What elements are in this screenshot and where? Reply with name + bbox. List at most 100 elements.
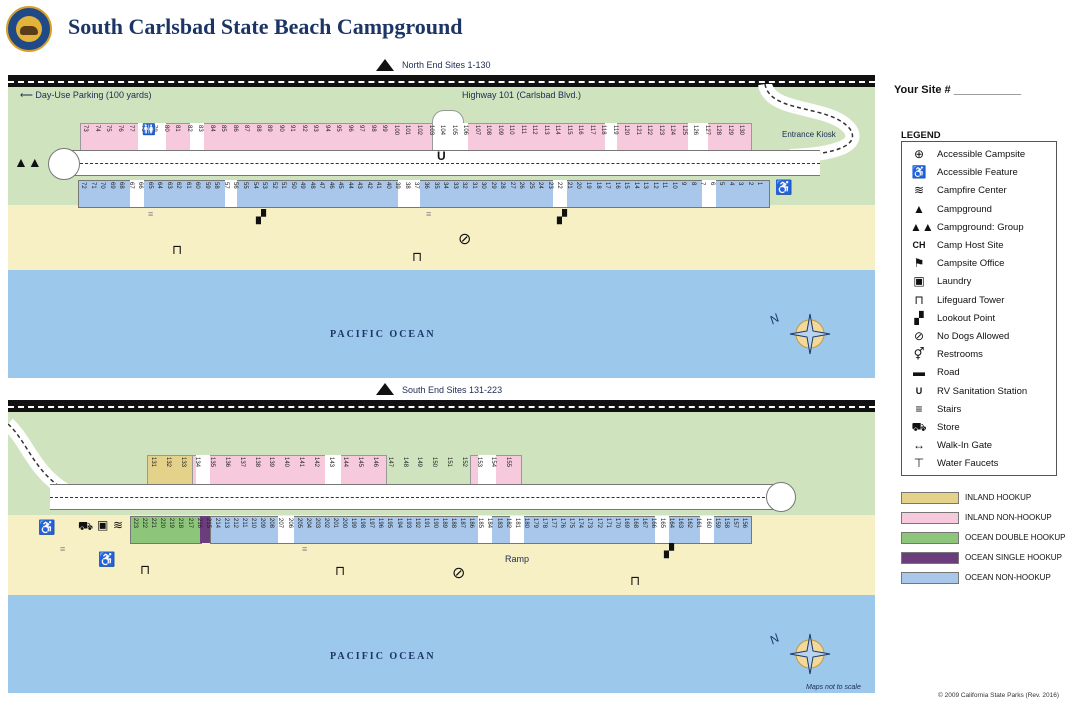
site-number: 32: [461, 182, 468, 189]
site-number: 192: [413, 518, 420, 529]
site-number: 167: [640, 518, 647, 529]
legend-item-label: Water Faucets: [937, 458, 999, 470]
site-number: 111: [519, 125, 526, 135]
site-number: 183: [495, 518, 502, 529]
site-number: 82: [185, 125, 192, 132]
campfire-center-icon: ≋: [113, 518, 124, 532]
site-number: 87: [243, 125, 250, 132]
legend-item-label: Accessible Campsite: [937, 149, 1026, 160]
site-number: 140: [283, 457, 290, 468]
color-legend-label: INLAND HOOKUP: [965, 493, 1032, 502]
site-number: 186: [468, 518, 475, 529]
site-number: 43: [356, 182, 363, 189]
site-number: 63: [165, 182, 172, 189]
site-number: 66: [137, 182, 144, 189]
site-number: 122: [646, 125, 653, 136]
site-number: 145: [357, 457, 364, 468]
site-number: 124: [669, 125, 676, 136]
legend-item-label: Campfire Center: [937, 185, 1007, 197]
site-number: 215: [204, 518, 211, 529]
site-number: 59: [203, 182, 210, 189]
site-number: 22: [556, 182, 563, 189]
site-number: 5: [718, 182, 725, 186]
bear-icon: [20, 26, 38, 35]
site-number: 193: [404, 518, 411, 529]
north-turnaround: [48, 148, 80, 180]
stairs-icon: ≡: [915, 401, 923, 416]
site-number: 191: [422, 518, 429, 529]
site-number: 142: [312, 457, 319, 468]
site-number: 21: [565, 182, 572, 189]
site-number: 187: [459, 518, 466, 529]
entrance-road: [758, 84, 860, 163]
site-number: 128: [715, 125, 722, 136]
site-number: 148: [401, 457, 408, 468]
ocean-non-hookup-sites-north: [78, 180, 770, 208]
south-highway-road: [8, 400, 875, 412]
site-number: 47: [318, 182, 325, 189]
site-number: 152: [460, 457, 467, 468]
lookout-point-icon: ▞: [557, 209, 567, 224]
south-turnaround: [766, 482, 796, 512]
site-number: 218: [177, 518, 184, 529]
site-number: 25: [527, 182, 534, 189]
site-number: 129: [726, 125, 733, 136]
site-number: 195: [386, 518, 393, 529]
site-number: 81: [174, 125, 181, 132]
site-number: 144: [342, 457, 349, 468]
accessible-feature-icon: ♿: [911, 165, 927, 180]
site-number: 8: [689, 182, 696, 186]
site-number: 6: [708, 182, 715, 186]
site-number: 125: [680, 125, 687, 136]
site-number: 42: [365, 182, 372, 189]
site-number: 29: [489, 182, 496, 189]
site-number: 3: [737, 182, 744, 186]
site-number: 45: [337, 182, 344, 189]
site-number: 164: [668, 518, 675, 529]
site-number: 9: [680, 182, 687, 186]
rv-sanitation-icon: U: [915, 385, 923, 396]
site-number: 46: [327, 182, 334, 189]
site-number: 158: [722, 518, 729, 529]
site-number: 52: [270, 182, 277, 189]
site-number: 95: [335, 125, 342, 132]
site-number: 88: [254, 125, 261, 132]
your-site-field: Your Site # ___________: [894, 84, 1021, 96]
site-number: 40: [384, 182, 391, 189]
site-number: 168: [631, 518, 638, 529]
site-number: 48: [308, 182, 315, 189]
lifeguard-tower-icon: ⊓: [140, 562, 151, 577]
site-number: 36: [423, 182, 429, 189]
lifeguard-tower-icon: ⊓: [630, 573, 641, 588]
site-number: 139: [268, 457, 275, 468]
site-number: 203: [313, 518, 320, 529]
site-number: 155: [505, 457, 512, 468]
site-number: 171: [604, 518, 611, 529]
site-number: 20: [575, 182, 582, 189]
campground-icon: [376, 383, 394, 395]
site-number: 188: [450, 518, 457, 529]
site-number: 178: [540, 518, 547, 529]
site-number: 127: [703, 125, 710, 136]
legend-item-label: Campsite Office: [937, 258, 1005, 270]
legend-item-label: Camp Host Site: [937, 240, 1004, 251]
color-legend-label: OCEAN NON-HOOKUP: [965, 573, 1051, 582]
site-number: 114: [554, 125, 561, 135]
site-number: 101: [404, 125, 411, 136]
site-number: 77: [128, 125, 135, 132]
site-number: 184: [486, 518, 493, 529]
restrooms-icon: ⚥: [913, 347, 925, 362]
legend-item-label: Laundry: [937, 276, 972, 288]
site-number: 146: [372, 457, 378, 468]
site-number: 199: [350, 518, 357, 529]
site-number: 121: [634, 125, 641, 136]
site-number: 137: [238, 457, 245, 468]
legend-item-label: Store: [937, 422, 960, 433]
laundry-icon: ▣: [913, 274, 925, 289]
site-number: 213: [222, 518, 229, 529]
site-number: 202: [322, 518, 329, 529]
site-number: 136: [224, 457, 230, 468]
site-number: 84: [208, 125, 215, 132]
site-number: 118: [600, 125, 607, 135]
